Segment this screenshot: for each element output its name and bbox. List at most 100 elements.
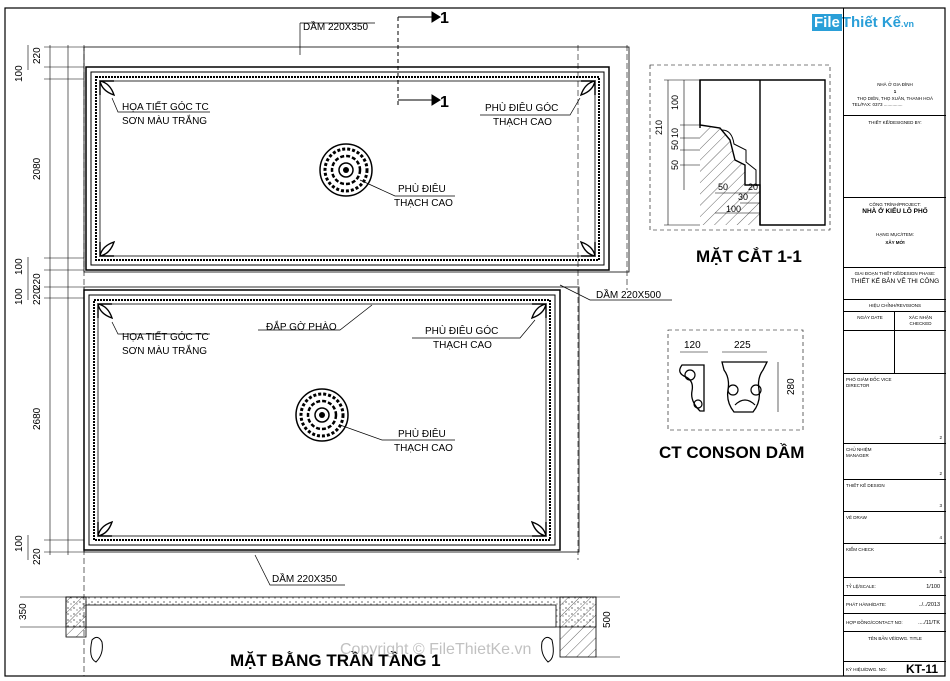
room1-corner-label-1: HỌA TIẾT GÓC TC xyxy=(122,100,209,113)
room2-molding-label: ĐẮP GỜ PHÀO xyxy=(266,320,337,333)
conson-dim: 120 xyxy=(684,340,701,351)
dwg-title-label: TÊN BẢN VẼ/DWG. TITLE xyxy=(868,636,922,641)
draw-cell: VẼ DRAW 4 xyxy=(844,512,946,544)
dim-bottom-left: 350 xyxy=(18,603,29,620)
section-mark-top: 1 xyxy=(440,10,449,27)
revisions-cell: HIỆU CHỈNH/REVISIONS xyxy=(844,300,946,312)
dim-left: 100 xyxy=(14,535,25,552)
check-cell: KIỂM CHECK 5 xyxy=(844,544,946,578)
vice-director-label: PHÓ GIÁM ĐỐC VICE DIRECTOR xyxy=(846,377,892,388)
owner-name: NHÀ Ở GIA ĐÌNH xyxy=(877,82,913,87)
section-dim: 50 xyxy=(670,160,680,170)
room2-corner-relief-2: THẠCH CAO xyxy=(433,340,492,351)
phase-name: THIẾT KẾ BẢN VẼ THI CÔNG xyxy=(850,278,940,285)
item-name: XÂY MỚI xyxy=(885,240,905,245)
section-dim: 30 xyxy=(738,192,748,202)
owner-cell: NHÀ Ở GIA ĐÌNH 1 THỌ DIÊN, THỌ XUÂN, THA… xyxy=(844,76,946,116)
contract-value: ..../11/TK xyxy=(918,620,940,626)
date-cell: PHÁT HÀNH/DATE: ../../2013 xyxy=(844,596,946,614)
scale-label: TỶ LỆ/SCALE: xyxy=(846,584,876,589)
design-cell: THIẾT KẾ DESIGN 3 xyxy=(844,480,946,512)
room1-corner-relief-1: PHÙ ĐIÊU GÓC xyxy=(485,101,558,114)
date-label: PHÁT HÀNH/DATE: xyxy=(846,602,887,607)
title-block: NHÀ Ở GIA ĐÌNH 1 THỌ DIÊN, THỌ XUÂN, THA… xyxy=(843,8,946,676)
project-name: NHÀ Ở KIỂU LÔ PHỐ xyxy=(862,208,928,215)
section-dim: 100 xyxy=(726,204,741,214)
revision-table: NGÀY DATE XÁC NHẬN CHECKED xyxy=(844,312,946,374)
vice-director-cell: PHÓ GIÁM ĐỐC VICE DIRECTOR 2 xyxy=(844,374,946,444)
dim-left: 220 xyxy=(32,548,43,565)
revisions-label: HIỆU CHỈNH/REVISIONS xyxy=(868,303,921,308)
phase-cell: GIAI ĐOẠN THIẾT KẾ/DESIGN PHASE: THIẾT K… xyxy=(844,268,946,300)
conson-dim: 280 xyxy=(786,378,797,395)
contract-cell: HỢP ĐỒNG/CONTACT NO: ..../11/TK xyxy=(844,614,946,632)
item-label: HẠNG MỤC/ITEM: xyxy=(876,232,914,237)
beam-bottom-label: DẦM 220X350 xyxy=(272,572,337,585)
beam-top-label: DẦM 220X350 xyxy=(303,20,368,33)
phase-label: GIAI ĐOẠN THIẾT KẾ/DESIGN PHASE: xyxy=(854,271,936,276)
beam-mid-label: DẦM 220X500 xyxy=(596,288,661,301)
date-value: ../../2013 xyxy=(918,602,940,608)
section-dim: 50 xyxy=(670,140,680,150)
section-dim: 210 xyxy=(654,120,664,135)
ceiling-rosette xyxy=(319,143,373,197)
watermark: Copyright © FileThietKe.vn xyxy=(340,641,531,658)
manager-cell: CHỦ NHIỆM MANAGER 2 xyxy=(844,444,946,480)
room2-center-relief-2: THẠCH CAO xyxy=(394,443,453,454)
room1-center-relief-2: THẠCH CAO xyxy=(394,198,453,209)
designed-by-label: THIẾT KẾ/DESIGNED BY: xyxy=(868,120,922,125)
dim-left: 100 xyxy=(14,258,25,275)
sheet-border xyxy=(4,7,946,677)
draw-label: VẼ DRAW xyxy=(846,515,867,520)
owner-address: THỌ DIÊN, THỌ XUÂN, THANH HOÁ xyxy=(856,96,934,101)
room2-corner-label-1: HỌA TIẾT GÓC TC xyxy=(122,330,209,343)
logo-text: Thiết Kế xyxy=(841,14,902,31)
design-label: THIẾT KẾ DESIGN xyxy=(846,483,885,488)
project-cell: CÔNG TRÌNH/PROJECT: NHÀ Ở KIỂU LÔ PHỐ HẠ… xyxy=(844,198,946,268)
designed-by-cell: THIẾT KẾ/DESIGNED BY: xyxy=(844,116,946,198)
beam-section xyxy=(20,596,620,663)
ceiling-plan xyxy=(20,11,672,676)
sig-num: 2 xyxy=(939,435,942,440)
room1-corner-label-2: SƠN MÀU TRẮNG xyxy=(122,114,207,127)
room2-corner-relief-1: PHÙ ĐIÊU GÓC xyxy=(425,324,498,337)
logo-suffix: .vn xyxy=(901,19,915,29)
section-dim: 10 xyxy=(670,128,680,138)
section-1-1 xyxy=(649,64,831,231)
scale-cell: TỶ LỆ/SCALE: 1/100 xyxy=(844,578,946,596)
sig-num: 4 xyxy=(939,535,942,540)
dwg-no-label: KÝ HIỆU/DWG. NO: xyxy=(846,667,887,672)
project-label: CÔNG TRÌNH/PROJECT: xyxy=(869,202,921,207)
room2-center-relief-1: PHÙ ĐIÊU xyxy=(398,427,446,440)
conson-detail xyxy=(667,329,804,431)
manager-label: CHỦ NHIỆM MANAGER xyxy=(846,447,872,458)
sig-num: 2 xyxy=(939,471,942,476)
sig-num: 5 xyxy=(939,569,942,574)
dim-left: 220 xyxy=(32,288,43,305)
section-dim: 20 xyxy=(748,182,758,192)
dim-left: 100 xyxy=(14,288,25,305)
dim-left: 2080 xyxy=(32,157,43,180)
dwg-no: KT-11 xyxy=(905,662,938,676)
section-dim: 50 xyxy=(718,182,728,192)
room2-corner-label-2: SƠN MÀU TRẮNG xyxy=(122,344,207,357)
dim-left: 220 xyxy=(32,47,43,64)
ceiling-rosette xyxy=(295,388,349,442)
sig-num: 3 xyxy=(939,503,942,508)
check-label: KIỂM CHECK xyxy=(846,547,875,552)
dim-left: 100 xyxy=(14,65,25,82)
dwg-no-cell: KÝ HIỆU/DWG. NO: KT-11 xyxy=(844,662,946,676)
revision-date-header: NGÀY DATE xyxy=(857,315,883,320)
dim-left: 220 xyxy=(32,273,43,290)
room1-corner-relief-2: THẠCH CAO xyxy=(493,117,552,128)
section-mark-bottom: 1 xyxy=(440,94,449,111)
revision-checked-header: XÁC NHẬN CHECKED xyxy=(908,315,933,326)
conson-title: CT CONSON DẦM xyxy=(659,443,804,462)
dim-left: 2680 xyxy=(32,407,43,430)
dim-bottom-right: 500 xyxy=(602,611,613,628)
logo-box: File xyxy=(812,14,842,31)
section-title: MẶT CẮT 1-1 xyxy=(696,247,802,266)
dwg-title-cell: TÊN BẢN VẼ/DWG. TITLE xyxy=(844,632,946,662)
